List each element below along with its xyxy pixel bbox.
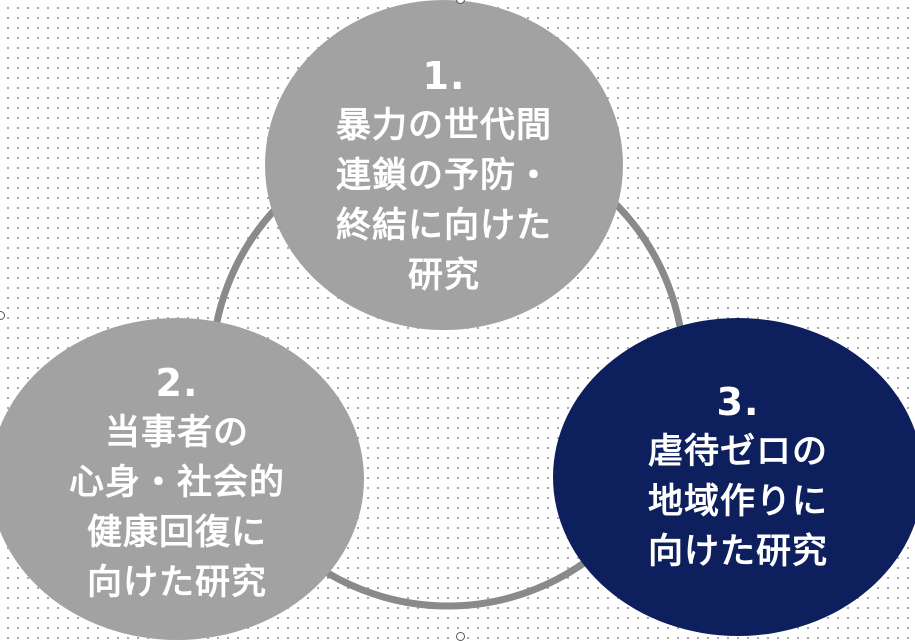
node-1-line-2: 連鎖の予防・ — [335, 156, 552, 196]
selection-handle-left[interactable] — [0, 311, 5, 320]
node-2-line-1: 当事者の — [104, 413, 249, 453]
node-2-number: 2. — [155, 361, 199, 405]
node-3-line-3: 向けた研究 — [647, 532, 828, 572]
node-2-line-2: 心身・社会的 — [68, 463, 285, 503]
node-1-line-3: 終結に向けた — [335, 206, 552, 246]
node-1-line-1: 暴力の世代間 — [335, 106, 552, 146]
research-node-2: 2. 当事者の 心身・社会的 健康回復に 向けた研究 — [0, 318, 364, 640]
node-3-line-1: 虐待ゼロの — [647, 432, 828, 472]
node-3-line-2: 地域作りに — [647, 482, 828, 522]
node-2-line-4: 向けた研究 — [86, 563, 267, 603]
selection-handle-bottom[interactable] — [456, 632, 465, 641]
node-3-number: 3. — [716, 380, 760, 424]
research-node-1: 1. 暴力の世代間 連鎖の予防・ 終結に向けた 研究 — [265, 0, 623, 330]
node-1-number: 1. — [422, 54, 466, 98]
node-1-line-4: 研究 — [407, 256, 480, 296]
node-2-line-3: 健康回復に — [86, 513, 267, 553]
research-node-3: 3. 虐待ゼロの 地域作りに 向けた研究 — [553, 318, 915, 636]
